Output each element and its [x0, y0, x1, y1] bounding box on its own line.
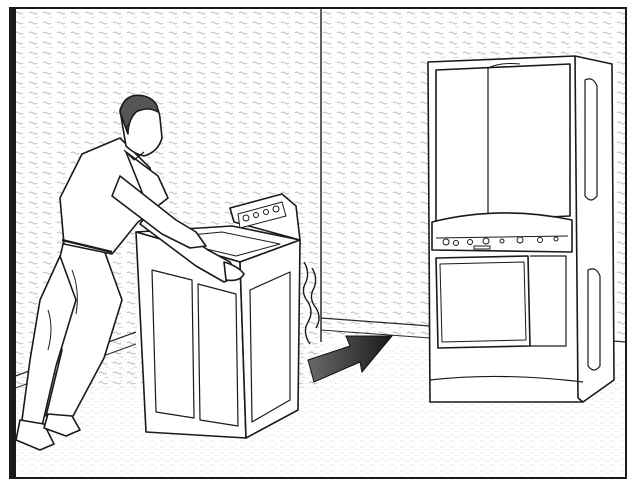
stacked-laundry-unit	[428, 56, 614, 402]
